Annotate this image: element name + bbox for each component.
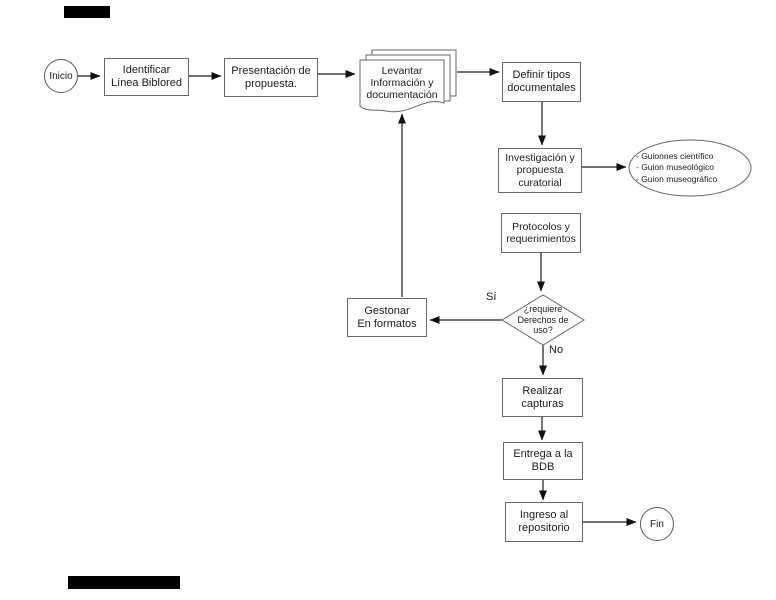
node-entrega: Entrega a la BDB	[503, 442, 583, 480]
decision-diamond-shape	[501, 294, 585, 346]
start-node: Inicio	[44, 59, 78, 93]
node-ingreso: Ingreso al repositorio	[505, 502, 583, 542]
branch-label-no: No	[549, 344, 564, 356]
node-gestonar: Gestonar En formatos	[347, 298, 427, 337]
node-realizar: Realizar capturas	[502, 378, 583, 417]
node-definir: Definir tipos documentales	[502, 62, 581, 102]
node-identificar: Identificar Línea Biblored	[104, 58, 189, 96]
end-node: Fin	[640, 507, 674, 541]
node-investigacion: Investigación y propuesta curatorial	[498, 148, 582, 193]
multi-document-shape	[359, 49, 457, 113]
node-protocolos: Protocolos y requerimientos	[501, 213, 581, 253]
branch-label-yes: Sí	[486, 291, 497, 303]
annotation-ellipse-shape	[628, 139, 752, 197]
start-node-label: Inicio	[49, 70, 73, 82]
end-node-label: Fin	[650, 518, 664, 530]
redaction-bar-bottom	[68, 576, 180, 589]
node-presentacion: Presentación de propuesta.	[224, 58, 318, 97]
redaction-bar-top	[64, 6, 110, 18]
